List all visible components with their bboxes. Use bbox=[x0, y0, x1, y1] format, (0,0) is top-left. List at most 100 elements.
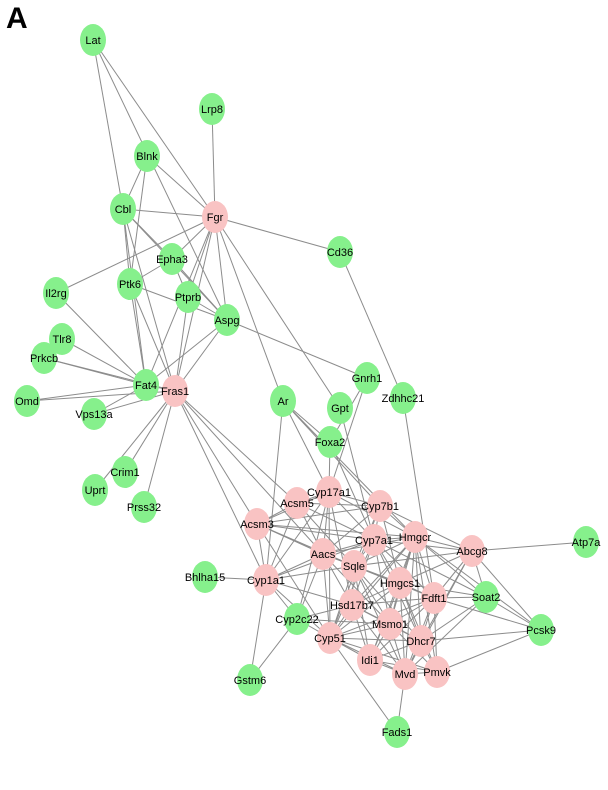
node-acsm5[interactable]: Acsm5 bbox=[280, 487, 314, 519]
node-msmo1[interactable]: Msmo1 bbox=[372, 608, 408, 640]
node-uprt[interactable]: Uprt bbox=[82, 474, 108, 506]
node-blnk[interactable]: Blnk bbox=[134, 140, 160, 172]
node-ar[interactable]: Ar bbox=[270, 385, 296, 417]
node-aspg[interactable]: Aspg bbox=[214, 304, 240, 336]
node-acsm3[interactable]: Acsm3 bbox=[240, 508, 274, 540]
node-epha3[interactable]: Epha3 bbox=[156, 243, 188, 275]
node-label: Cyp1a1 bbox=[247, 575, 285, 587]
node-fras1[interactable]: Fras1 bbox=[161, 375, 189, 407]
node-lrp8[interactable]: Lrp8 bbox=[199, 93, 225, 125]
node-label: Tlr8 bbox=[53, 334, 72, 346]
node-shape bbox=[82, 474, 108, 506]
node-pcsk9[interactable]: Pcsk9 bbox=[526, 614, 556, 646]
node-gstm6[interactable]: Gstm6 bbox=[234, 664, 266, 696]
node-zdhhc21[interactable]: Zdhhc21 bbox=[382, 382, 425, 414]
edge-cyp17a1-cyp1a1 bbox=[265, 491, 330, 581]
node-shape bbox=[390, 382, 416, 414]
node-cd36[interactable]: Cd36 bbox=[327, 236, 353, 268]
edge-cyp51-fads1 bbox=[329, 637, 398, 733]
node-bhlha15[interactable]: Bhlha15 bbox=[185, 561, 225, 593]
edge-fdft1-hsd17b7 bbox=[351, 597, 435, 606]
edge-sqle-cyp1a1 bbox=[265, 565, 355, 581]
node-shape bbox=[192, 561, 218, 593]
node-fdft1[interactable]: Fdft1 bbox=[421, 582, 447, 614]
node-hmgcr[interactable]: Hmgcr bbox=[399, 521, 432, 553]
node-cyp7b1[interactable]: Cyp7b1 bbox=[361, 490, 399, 522]
node-label: Acsm3 bbox=[240, 519, 274, 531]
node-sqle[interactable]: Sqle bbox=[341, 550, 367, 582]
node-il2rg[interactable]: Il2rg bbox=[43, 277, 69, 309]
node-label: Blnk bbox=[136, 151, 158, 163]
node-cyp2c22[interactable]: Cyp2c22 bbox=[275, 603, 319, 635]
panel-label: A bbox=[6, 2, 28, 35]
edge-hmgcr-soat2 bbox=[414, 536, 487, 598]
edge-cbl-fras1 bbox=[122, 208, 176, 392]
edge-acsm3-hmgcr bbox=[256, 523, 416, 538]
node-atp7a[interactable]: Atp7a bbox=[572, 526, 602, 558]
node-hsd17b7[interactable]: Hsd17b7 bbox=[330, 589, 374, 621]
node-ptk6[interactable]: Ptk6 bbox=[117, 268, 143, 300]
node-prss32[interactable]: Prss32 bbox=[127, 491, 161, 523]
edge-hmgcs1-cyp51 bbox=[329, 582, 401, 639]
node-omd[interactable]: Omd bbox=[14, 385, 40, 417]
node-ptprb[interactable]: Ptprb bbox=[175, 281, 201, 313]
node-shape bbox=[367, 490, 393, 522]
node-dhcr7[interactable]: Dhcr7 bbox=[406, 625, 436, 657]
node-shape bbox=[199, 93, 225, 125]
node-hmgcs1[interactable]: Hmgcs1 bbox=[380, 567, 420, 599]
node-cyp1a1[interactable]: Cyp1a1 bbox=[247, 564, 285, 596]
node-aacs[interactable]: Aacs bbox=[310, 538, 336, 570]
node-label: Cyp17a1 bbox=[307, 487, 351, 499]
node-cbl[interactable]: Cbl bbox=[110, 193, 136, 225]
node-label: Soat2 bbox=[472, 592, 501, 604]
node-label: Sqle bbox=[343, 561, 365, 573]
edge-cbl-fgr bbox=[122, 208, 216, 218]
node-gnrh1[interactable]: Gnrh1 bbox=[352, 362, 383, 394]
node-label: Gnrh1 bbox=[352, 373, 383, 385]
node-tlr8[interactable]: Tlr8 bbox=[49, 323, 75, 355]
node-prkcb[interactable]: Prkcb bbox=[30, 342, 58, 374]
edge-il2rg-fat4 bbox=[55, 292, 147, 386]
node-label: Idi1 bbox=[361, 655, 379, 667]
edge-foxa2-cyp7a1 bbox=[329, 441, 375, 541]
node-mvd[interactable]: Mvd bbox=[392, 658, 418, 690]
node-shape bbox=[421, 582, 447, 614]
node-idi1[interactable]: Idi1 bbox=[357, 644, 383, 676]
node-lat[interactable]: Lat bbox=[80, 24, 106, 56]
edge-cyp1a1-hsd17b7 bbox=[265, 579, 353, 606]
node-label: Msmo1 bbox=[372, 619, 408, 631]
edge-abcg8-atp7a bbox=[471, 541, 587, 552]
edge-acsm3-cyp51 bbox=[256, 523, 331, 639]
node-gpt[interactable]: Gpt bbox=[327, 392, 353, 424]
node-label: Gstm6 bbox=[234, 675, 266, 687]
node-shape bbox=[424, 656, 450, 688]
node-label: Bhlha15 bbox=[185, 572, 225, 584]
node-vps13a[interactable]: Vps13a bbox=[75, 398, 114, 430]
node-cyp51[interactable]: Cyp51 bbox=[314, 622, 346, 654]
node-cyp17a1[interactable]: Cyp17a1 bbox=[307, 476, 351, 508]
node-soat2[interactable]: Soat2 bbox=[472, 581, 501, 613]
node-fgr[interactable]: Fgr bbox=[202, 201, 228, 233]
node-shape bbox=[134, 140, 160, 172]
node-abcg8[interactable]: Abcg8 bbox=[456, 535, 488, 567]
edge-fgr-il2rg bbox=[55, 216, 216, 294]
node-label: Fgr bbox=[207, 212, 224, 224]
node-shape bbox=[175, 281, 201, 313]
edge-acsm5-cyp7a1 bbox=[296, 502, 375, 541]
node-cyp7a1[interactable]: Cyp7a1 bbox=[355, 524, 393, 556]
node-fads1[interactable]: Fads1 bbox=[382, 716, 413, 748]
node-crim1[interactable]: Crim1 bbox=[110, 456, 140, 488]
node-shape bbox=[327, 236, 353, 268]
node-fat4[interactable]: Fat4 bbox=[133, 369, 159, 401]
node-shape bbox=[573, 526, 599, 558]
node-label: Hsd17b7 bbox=[330, 600, 374, 612]
edge-ptk6-fat4 bbox=[129, 283, 147, 386]
edge-fdft1-pcsk9 bbox=[433, 597, 542, 631]
node-foxa2[interactable]: Foxa2 bbox=[315, 426, 346, 458]
node-pmvk[interactable]: Pmvk bbox=[423, 656, 451, 688]
edge-lrp8-fgr bbox=[211, 108, 216, 218]
edge-fgr-aspg bbox=[214, 216, 228, 321]
node-label: Il2rg bbox=[45, 288, 66, 300]
